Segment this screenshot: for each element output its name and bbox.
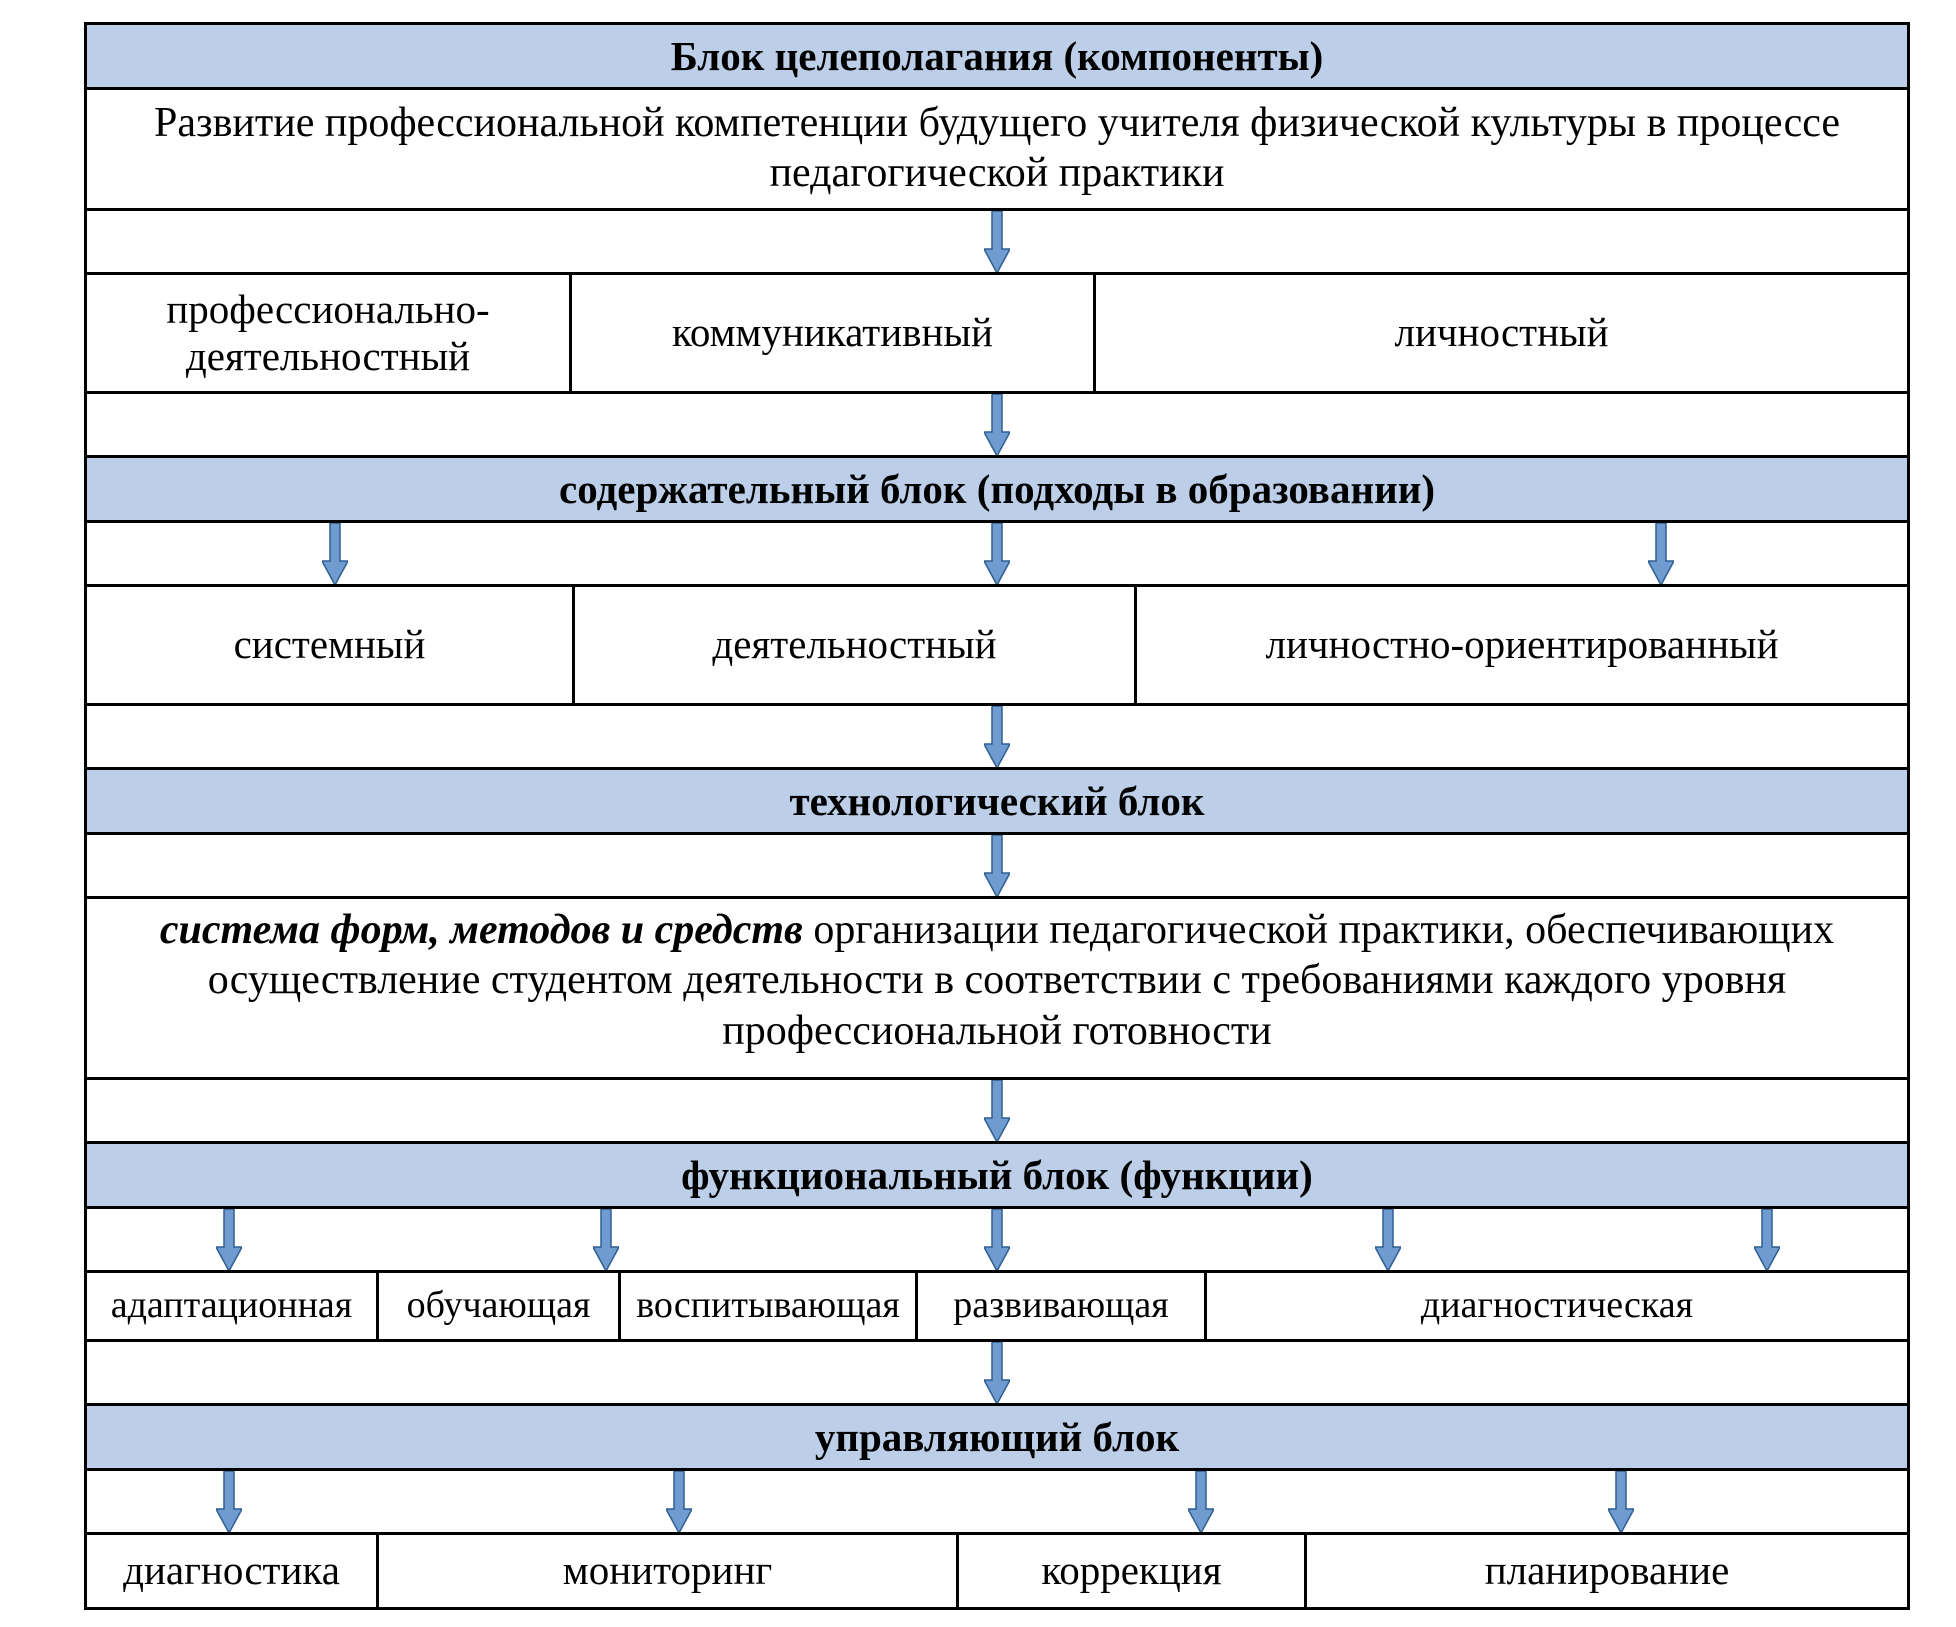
block-header-row-goal-setting: Блок целеполагания (компоненты) <box>84 22 1910 87</box>
technological-statement-row: система форм, методов и средств организа… <box>84 896 1910 1077</box>
arrow-row-functions-to-managing <box>84 1339 1910 1404</box>
arrow-row-body <box>87 523 1907 584</box>
arrow-row-approaches-to-technological <box>84 703 1910 768</box>
functional-functions-row: адаптационная обучающая воспитывающая ра… <box>84 1270 1910 1339</box>
managing-item-monitoring: мониторинг <box>376 1535 956 1607</box>
arrow-row-body <box>87 1209 1907 1270</box>
goal-setting-statement-row: Развитие профессиональной компетенции бу… <box>84 87 1910 208</box>
managing-block-header: управляющий блок <box>87 1406 1907 1468</box>
function-developing: развивающая <box>915 1273 1204 1339</box>
arrow-row-functional-to-functions <box>84 1206 1910 1271</box>
approach-person-oriented: личностно-ориентированный <box>1134 587 1907 703</box>
arrow-row-body <box>87 211 1907 272</box>
component-personal: личностный <box>1093 275 1907 391</box>
component-professional-activity: профессионально-деятельностный <box>166 285 490 379</box>
managing-item-planning: планирование <box>1304 1535 1907 1607</box>
arrow-row-body <box>87 706 1907 767</box>
function-adaptation: адаптационная <box>110 1284 353 1327</box>
approach-activity: деятельностный <box>572 587 1134 703</box>
managing-item-diagnostics: диагностика <box>123 1547 340 1594</box>
goal-setting-block-header: Блок целеполагания (компоненты) <box>87 25 1907 87</box>
arrow-row-body <box>87 394 1907 455</box>
managing-items-row: диагностика мониторинг коррекция планиро… <box>84 1532 1910 1610</box>
goal-setting-components-row: профессионально-деятельностный коммуника… <box>84 272 1910 391</box>
model-diagram: Блок целеполагания (компоненты) Развитие… <box>84 22 1910 1610</box>
block-header-row-managing: управляющий блок <box>84 1403 1910 1468</box>
function-teaching: обучающая <box>376 1273 618 1339</box>
technological-block-header: технологический блок <box>87 770 1907 832</box>
function-diagnostic: диагностическая <box>1204 1273 1907 1339</box>
arrow-row-body <box>87 1342 1907 1403</box>
arrow-row-managing-to-items <box>84 1468 1910 1533</box>
technological-statement: система форм, методов и средств организа… <box>87 899 1907 1077</box>
arrow-row-body <box>87 835 1907 896</box>
block-header-row-content: содержательный блок (подходы в образован… <box>84 455 1910 520</box>
arrow-row-goal-to-components <box>84 208 1910 273</box>
approach-systemic: системный <box>233 621 426 668</box>
arrow-row-body <box>87 1080 1907 1141</box>
arrow-row-statement-to-functional <box>84 1077 1910 1142</box>
block-header-row-technological: технологический блок <box>84 767 1910 832</box>
arrow-row-body <box>87 1471 1907 1532</box>
arrow-row-content-to-approaches <box>84 520 1910 585</box>
technological-statement-emphasis: система форм, методов и средств <box>159 907 803 953</box>
arrow-row-technological-to-statement <box>84 832 1910 897</box>
content-block-header: содержательный блок (подходы в образован… <box>87 458 1907 520</box>
content-approaches-row: системный деятельностный личностно-ориен… <box>84 584 1910 703</box>
arrow-row-components-to-content <box>84 391 1910 456</box>
block-header-row-functional: функциональный блок (функции) <box>84 1141 1910 1206</box>
functional-block-header: функциональный блок (функции) <box>87 1144 1907 1206</box>
function-upbringing: воспитывающая <box>618 1273 915 1339</box>
managing-item-correction: коррекция <box>956 1535 1304 1607</box>
component-communicative: коммуникативный <box>569 275 1093 391</box>
goal-setting-statement: Развитие профессиональной компетенции бу… <box>153 100 1841 196</box>
technological-statement-rest: организации педагогической практики, обе… <box>207 907 1835 1054</box>
